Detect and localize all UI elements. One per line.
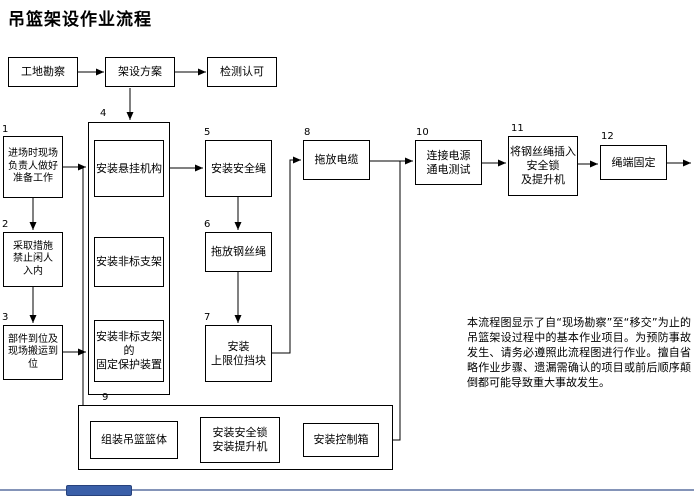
footer-blue-button[interactable] bbox=[66, 485, 132, 496]
flow-node-inspection-approval: 检测认可 bbox=[207, 57, 277, 87]
step-number-6: 6 bbox=[204, 219, 211, 230]
footer-divider bbox=[0, 489, 694, 491]
flow-node-lay-cable: 拖放电缆 bbox=[303, 140, 370, 180]
note-text: 本流程图显示了自“现场勘察”至“移交”为止的吊篮架设过程中的基本作业项目。为预防… bbox=[467, 316, 691, 389]
flow-node-parts-in-place: 部件到位及 现场搬运到位 bbox=[3, 325, 63, 380]
step-number-9: 9 bbox=[102, 392, 109, 403]
step-number-5: 5 bbox=[204, 127, 211, 138]
flow-node-restrict-access: 采取措施 禁止闲人 入内 bbox=[3, 232, 63, 287]
flow-node-install-safety-rope: 安装安全绳 bbox=[205, 140, 272, 197]
step-number-4: 4 bbox=[100, 108, 107, 119]
flow-node-erection-plan: 架设方案 bbox=[105, 57, 175, 87]
step-number-12: 12 bbox=[601, 131, 614, 142]
flow-node-entry-preparation: 进场时现场 负责人做好 准备工作 bbox=[3, 136, 63, 198]
flow-node-insert-wire-rope: 将钢丝绳插入 安全锁 及提升机 bbox=[508, 136, 578, 196]
flow-node-bracket-fixing-protection: 安装非标支架 的 固定保护装置 bbox=[94, 320, 164, 382]
step-number-1: 1 bbox=[2, 124, 9, 135]
flow-node-install-nonstd-bracket: 安装非标支架 bbox=[94, 237, 164, 287]
flow-node-upper-limit-stopper: 安装 上限位挡块 bbox=[205, 325, 272, 382]
page-title: 吊篮架设作业流程 bbox=[8, 10, 152, 30]
step-number-11: 11 bbox=[511, 123, 524, 134]
step-number-10: 10 bbox=[416, 127, 429, 138]
flow-node-install-control-box: 安装控制箱 bbox=[303, 423, 379, 457]
step-number-8: 8 bbox=[304, 127, 311, 138]
flow-node-safety-lock-hoist: 安装安全锁 安装提升机 bbox=[200, 417, 280, 463]
flow-node-site-survey: 工地勘察 bbox=[8, 57, 78, 87]
step-number-2: 2 bbox=[2, 219, 9, 230]
step-number-3: 3 bbox=[2, 312, 9, 323]
flow-node-install-suspension: 安装悬挂机构 bbox=[94, 140, 164, 197]
flow-node-lay-wire-rope: 拖放钢丝绳 bbox=[205, 232, 272, 272]
flow-node-power-on-test: 连接电源 通电测试 bbox=[415, 140, 482, 185]
flow-node-assemble-basket: 组装吊篮篮体 bbox=[90, 421, 178, 459]
step-number-7: 7 bbox=[204, 312, 211, 323]
flow-node-fix-rope-end: 绳端固定 bbox=[600, 145, 667, 180]
